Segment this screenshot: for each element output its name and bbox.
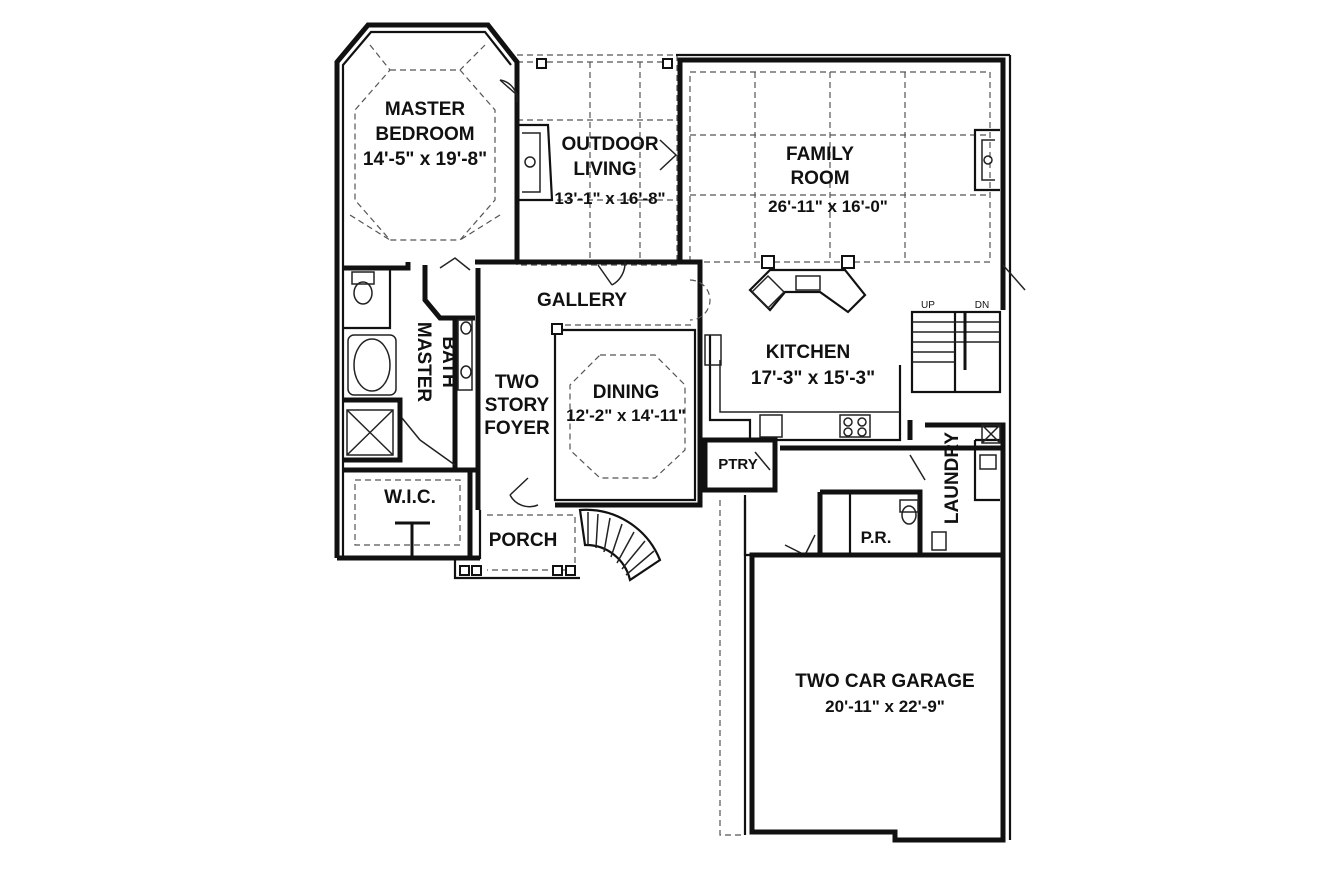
master-bedroom-area [334,22,520,558]
family-room-size: 26'-11" x 16'-0" [768,197,888,216]
master-bedroom-size: 14'-5" x 19'-8" [363,149,487,170]
outdoor-living-size: 13'-1" x 16'-8" [554,189,665,208]
family-room-area [659,53,1012,840]
outdoor-living-name-1: OUTDOOR [561,134,658,155]
master-bath-name-2: BATH [438,336,459,387]
wic-name: W.I.C. [384,487,436,508]
stair-up-label: UP [921,300,935,311]
master-bath-name-1: MASTER [413,322,434,403]
family-room-name-1: FAMILY [786,144,854,165]
stair-down-label: DN [975,300,989,311]
room-labels: MASTER BEDROOM 14'-5" x 19'-8" OUTDOOR L… [363,99,975,716]
family-room-name-2: ROOM [790,168,849,189]
foyer-name-3: FOYER [484,418,550,439]
master-bedroom-name-2: BEDROOM [375,124,474,145]
foyer-name-2: STORY [485,395,550,416]
outdoor-living-name-2: LIVING [573,159,636,180]
kitchen-area: UP DN [704,264,1026,442]
foyer-name-1: TWO [495,372,539,393]
dining-name: DINING [593,382,660,403]
powder-room-name: P.R. [861,528,892,547]
outdoor-living-area [516,54,678,266]
gallery-name: GALLERY [537,290,627,311]
pantry-name: PTRY [718,456,757,473]
master-bedroom-name-1: MASTER [385,99,466,120]
kitchen-size: 17'-3" x 15'-3" [751,368,875,389]
porch-area [453,508,662,582]
garage-area [719,500,1006,843]
porch-name: PORCH [489,530,558,551]
walk-in-closet-area [337,467,480,561]
garage-name: TWO CAR GARAGE [795,671,974,692]
laundry-name: LAUNDRY [942,432,963,525]
garage-size: 20'-11" x 22'-9" [825,697,945,716]
dining-size: 12'-2" x 14'-11" [566,406,686,425]
kitchen-name: KITCHEN [766,342,850,363]
service-area [702,420,1006,557]
